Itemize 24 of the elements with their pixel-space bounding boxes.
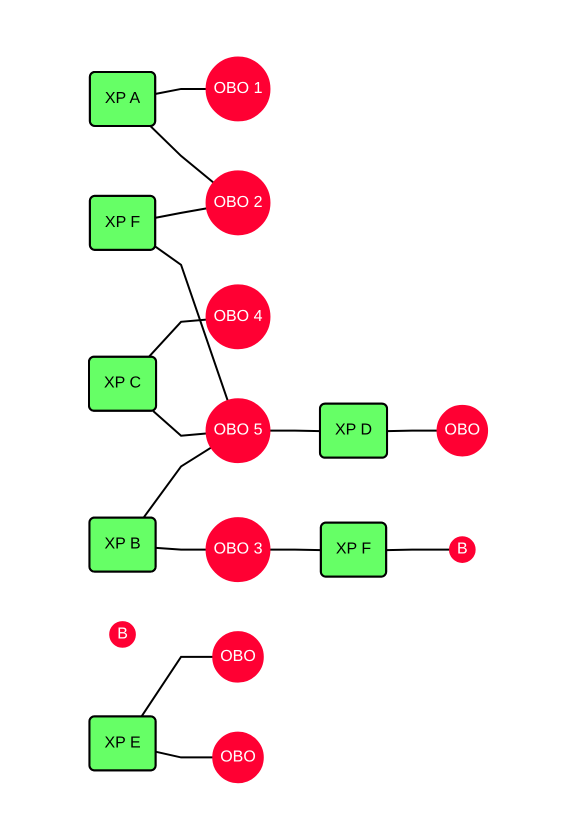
node-circle: OBO 4: [206, 284, 271, 349]
connector: [270, 548, 322, 551]
node-circle: OBO: [212, 731, 264, 783]
node-circle: OBO 5: [206, 398, 271, 463]
connector: [148, 318, 206, 358]
connector: [156, 546, 206, 550]
connector: [156, 88, 206, 94]
connector: [388, 429, 438, 432]
node-circle: OBO 1: [206, 56, 271, 122]
connector: [140, 656, 213, 718]
connector: [270, 429, 321, 432]
connector: [152, 410, 206, 436]
connector: [155, 245, 229, 400]
node-circle: OBO 3: [206, 516, 271, 582]
node-circle: OBO: [436, 404, 488, 456]
connector: [156, 750, 213, 758]
node-circle: OBO: [212, 630, 264, 682]
connector: [142, 446, 212, 518]
connector: [386, 548, 450, 551]
node-circle: B: [109, 620, 136, 648]
node-circle: B: [449, 536, 476, 563]
node-circle: OBO 2: [206, 170, 271, 235]
connector: [156, 207, 207, 218]
connector: [150, 125, 214, 183]
